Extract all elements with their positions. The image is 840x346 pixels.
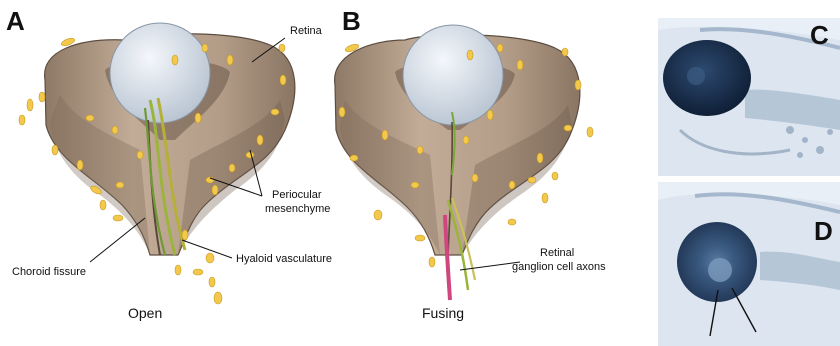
embryo-lens-d <box>708 258 732 282</box>
lens-b <box>403 25 503 125</box>
label-hyaloid-vasculature: Hyaloid vasculature <box>236 253 332 265</box>
label-ganglion-cell-axons: ganglion cell axons <box>512 261 606 273</box>
embryo-eye-c <box>663 40 751 116</box>
label-retinal: Retinal <box>540 247 574 259</box>
panel-d-letter: D <box>814 216 833 246</box>
panel-a-letter: A <box>6 6 25 36</box>
panel-b-letter: B <box>342 6 361 36</box>
panel-c-letter: C <box>810 20 829 50</box>
label-periocular-1: Periocular <box>272 189 322 201</box>
panel-b: B <box>335 6 606 321</box>
caption-b: Fusing <box>422 305 464 321</box>
label-retina: Retina <box>290 25 323 37</box>
leader-line-b <box>460 262 520 270</box>
caption-a: Open <box>128 305 162 321</box>
panel-c: C <box>658 18 840 176</box>
label-choroid-fissure: Choroid fissure <box>12 266 86 278</box>
label-periocular-2: mesenchyme <box>265 203 330 215</box>
embryo-lens-c <box>687 67 705 85</box>
panel-d: D <box>658 182 840 346</box>
panel-a: A <box>6 6 332 321</box>
